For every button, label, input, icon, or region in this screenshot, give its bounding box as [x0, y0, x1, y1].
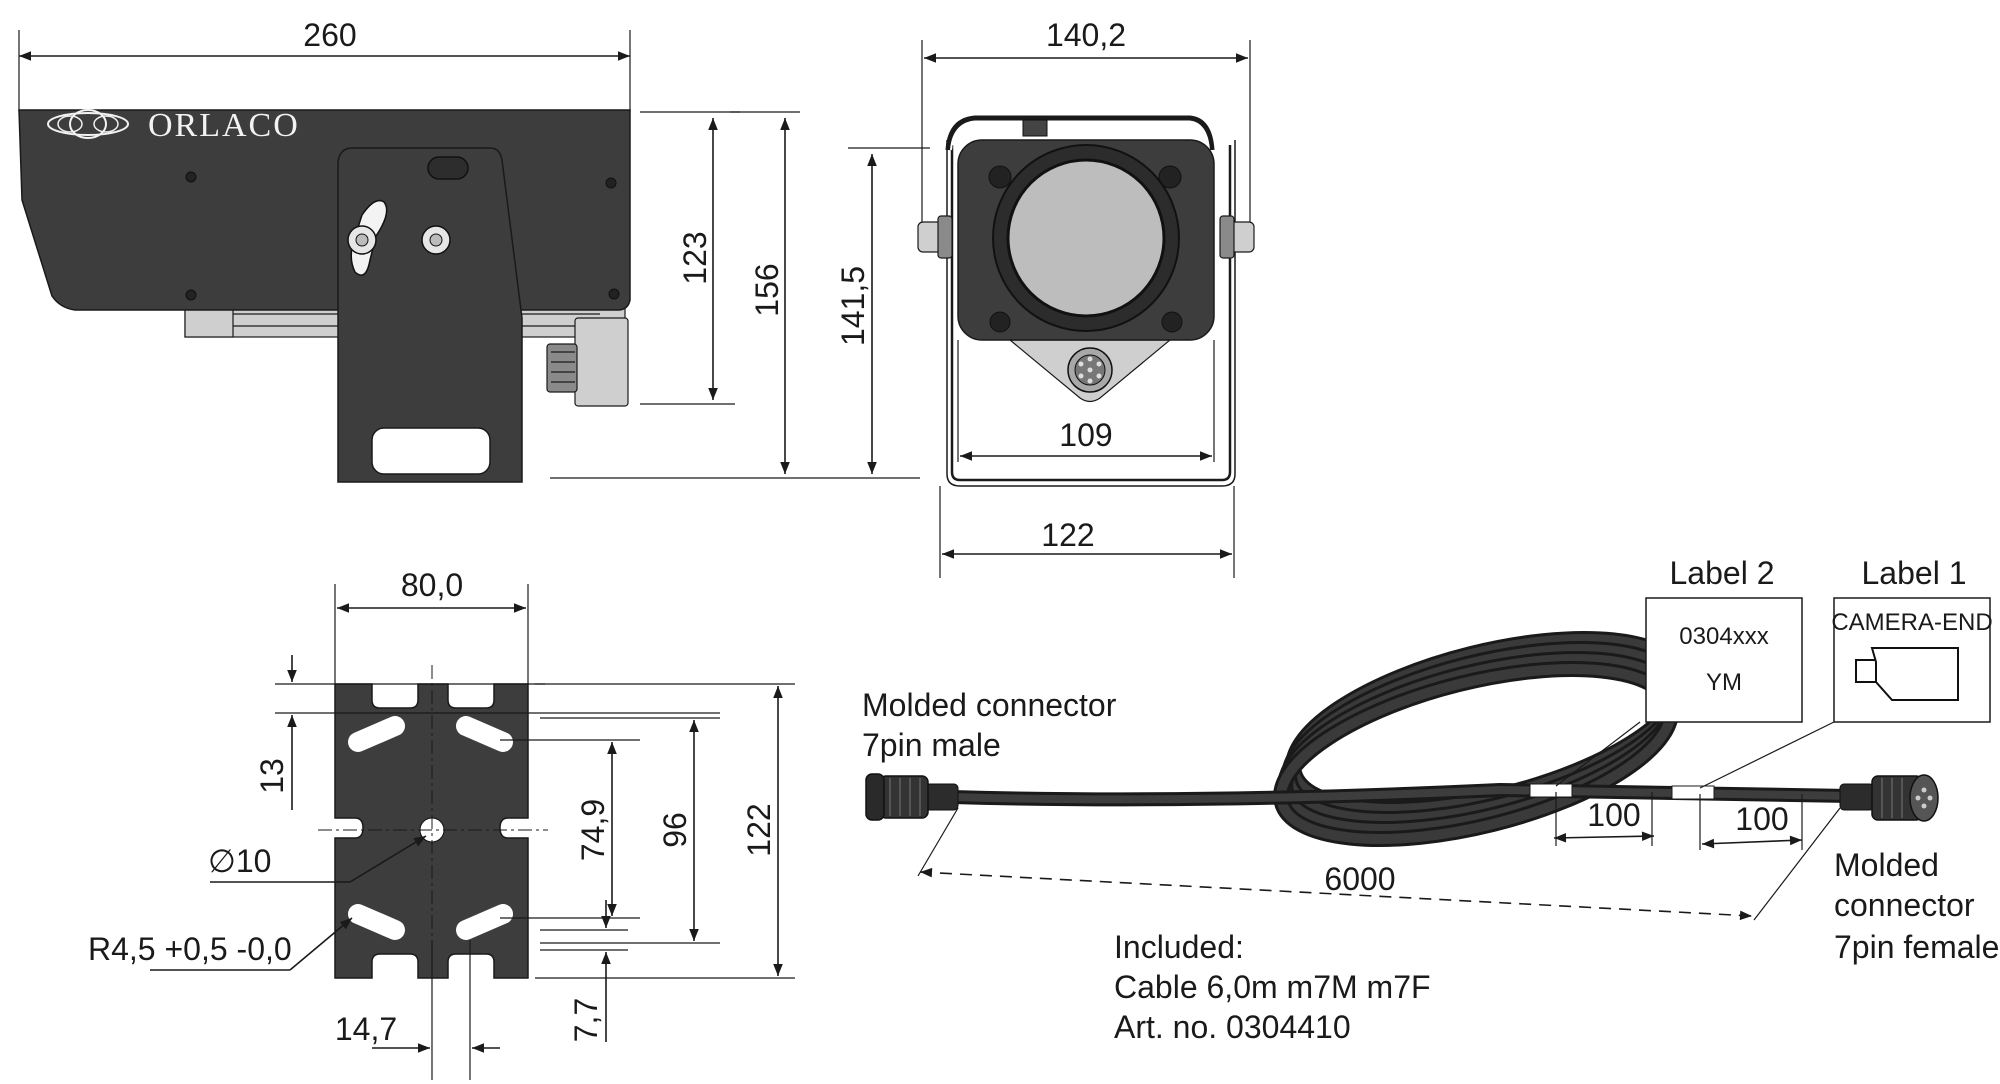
dim-label-260: 260 — [303, 17, 356, 53]
male-connector — [865, 773, 959, 821]
female-connector-label-line3: 7pin female — [1834, 929, 1999, 965]
label2-title: Label 2 — [1670, 555, 1775, 591]
dim-label-80: 80,0 — [401, 567, 463, 603]
cable-view: Molded connector 7pin male Molded connec… — [862, 555, 1999, 1045]
dim-label-141-5: 141,5 — [835, 266, 871, 346]
dim-label-96: 96 — [657, 812, 693, 848]
dim-label-100-left: 100 — [1587, 797, 1640, 833]
bracket-handle-slot — [371, 427, 491, 475]
side-view: 260 ORLACO — [18, 17, 920, 483]
label2-box — [1645, 597, 1803, 723]
orlaco-logo-icon — [47, 109, 129, 139]
dim-label-140-2: 140,2 — [1046, 17, 1126, 53]
dim-label-122-bracket: 122 — [741, 803, 777, 856]
male-connector-label-line2: 7pin male — [862, 727, 1001, 763]
dim-label-156: 156 — [749, 263, 785, 316]
female-connector — [1839, 774, 1939, 822]
hole-diameter-label: ∅10 — [208, 843, 271, 879]
male-connector-label-line1: Molded connector — [862, 687, 1117, 723]
dim-label-7-7: 7,7 — [568, 998, 604, 1042]
front-u-bracket — [950, 145, 1232, 482]
dim-label-123: 123 — [677, 231, 713, 284]
dim-label-6000: 6000 — [1324, 861, 1395, 897]
side-connector — [574, 317, 629, 407]
dim-label-122-front: 122 — [1041, 517, 1094, 553]
included-line1: Included: — [1114, 929, 1244, 965]
label1-text: CAMERA-END — [1831, 609, 1992, 636]
dim-label-14-7: 14,7 — [335, 1011, 397, 1047]
side-bracket — [337, 147, 523, 483]
dim-label-74-9: 74,9 — [575, 799, 611, 861]
camera-lens — [1006, 158, 1166, 318]
bracket-view: 80,0 13 74,9 96 122 — [88, 567, 795, 1080]
dim-label-109: 109 — [1059, 417, 1112, 453]
dim-label-100-right: 100 — [1735, 801, 1788, 837]
brand-name: ORLACO — [148, 107, 300, 144]
female-connector-label-line1: Molded — [1834, 847, 1939, 883]
female-connector-label-line2: connector — [1834, 887, 1975, 923]
included-line3: Art. no. 0304410 — [1114, 1009, 1351, 1045]
camera-end-icon — [1855, 647, 1959, 701]
label2-line1: 0304xxx — [1679, 623, 1768, 650]
label1-title: Label 1 — [1862, 555, 1967, 591]
front-view: 140,2 141,5 — [835, 17, 1255, 578]
label2-line2: YM — [1706, 669, 1742, 696]
camera-housing — [18, 109, 631, 311]
included-line2: Cable 6,0m m7M m7F — [1114, 969, 1431, 1005]
dim-label-13: 13 — [254, 758, 290, 794]
slot-radius-label: R4,5 +0,5 -0,0 — [88, 931, 292, 967]
